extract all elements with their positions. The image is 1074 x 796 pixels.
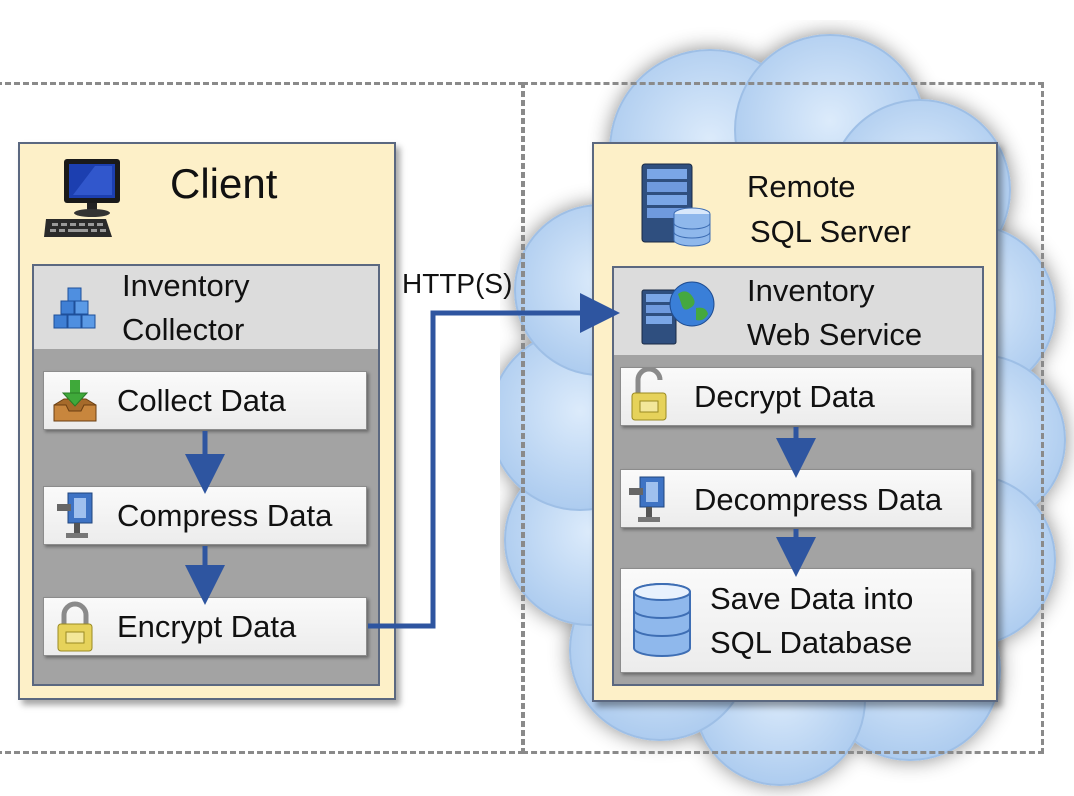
save-data-label-line2: SQL Database bbox=[710, 625, 913, 660]
encrypt-data-label: Encrypt Data bbox=[117, 609, 297, 644]
lock-icon bbox=[57, 601, 93, 652]
remote-sql-server-label-line2: SQL Server bbox=[750, 214, 911, 249]
clamp-icon bbox=[629, 476, 665, 522]
web-server-globe-icon bbox=[641, 281, 715, 345]
decrypt-data-label: Decrypt Data bbox=[694, 379, 875, 414]
inventory-collector-label-line1: Inventory bbox=[122, 268, 250, 303]
http-label: HTTP(S) bbox=[402, 268, 513, 299]
clamp-icon bbox=[57, 492, 93, 538]
decrypt-data-step bbox=[620, 367, 972, 426]
decompress-data-label: Decompress Data bbox=[694, 482, 943, 517]
server-zone bbox=[522, 82, 1044, 754]
client-title: Client bbox=[170, 160, 278, 207]
inbox-download-icon bbox=[53, 380, 97, 422]
collect-data-label: Collect Data bbox=[117, 383, 286, 418]
unlock-icon bbox=[631, 368, 667, 421]
inventory-collector-label-line2: Collector bbox=[122, 312, 245, 347]
compress-data-step bbox=[43, 486, 367, 545]
save-data-label-line1: Save Data into bbox=[710, 581, 914, 616]
inventory-web-service-label-line1: Inventory bbox=[747, 273, 875, 308]
inventory-collector-header bbox=[34, 266, 378, 349]
collect-data-step bbox=[43, 371, 367, 430]
remote-sql-server-label-line1: Remote bbox=[747, 169, 856, 204]
compress-data-label: Compress Data bbox=[117, 498, 333, 533]
cubes-icon bbox=[53, 287, 96, 329]
encrypt-data-step bbox=[43, 597, 367, 656]
database-icon bbox=[633, 583, 691, 657]
computer-icon bbox=[44, 159, 120, 237]
inventory-web-service-label-line2: Web Service bbox=[747, 317, 923, 352]
server-database-icon bbox=[641, 163, 711, 247]
http-connection-arrow bbox=[368, 293, 620, 629]
